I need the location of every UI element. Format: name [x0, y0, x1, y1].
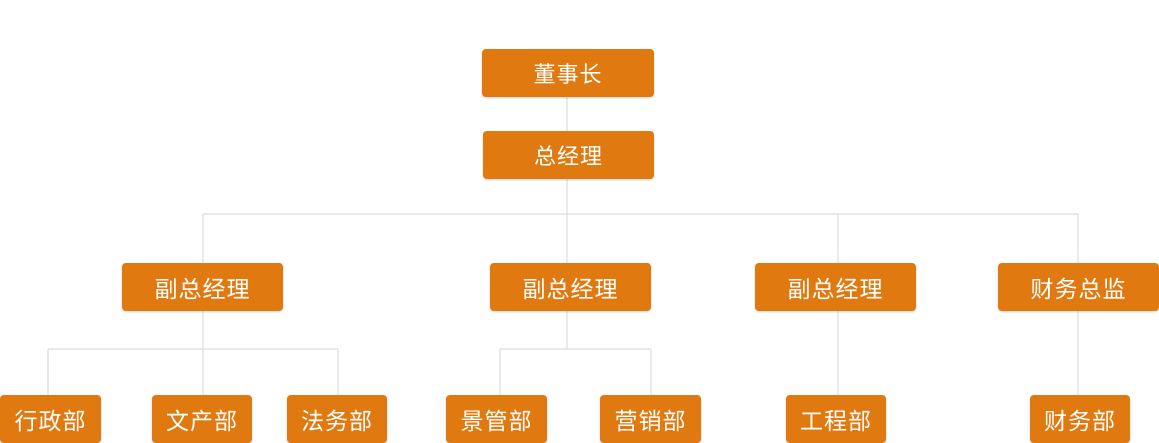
node-deputy-gm-1: 副总经理 [122, 263, 283, 311]
node-deputy-gm-3: 副总经理 [755, 263, 916, 311]
node-cfo: 财务总监 [998, 263, 1159, 311]
node-deputy-gm-2: 副总经理 [490, 263, 651, 311]
node-dept-admin: 行政部 [0, 395, 101, 443]
node-dept-finance: 财务部 [1030, 395, 1130, 443]
node-dept-legal: 法务部 [287, 395, 387, 443]
node-dept-marketing: 营销部 [600, 395, 701, 443]
node-general-manager: 总经理 [483, 131, 654, 179]
node-chairman: 董事长 [482, 49, 654, 97]
node-dept-culture: 文产部 [152, 395, 252, 443]
node-dept-engineering: 工程部 [786, 395, 886, 443]
node-dept-scenic: 景管部 [446, 395, 547, 443]
